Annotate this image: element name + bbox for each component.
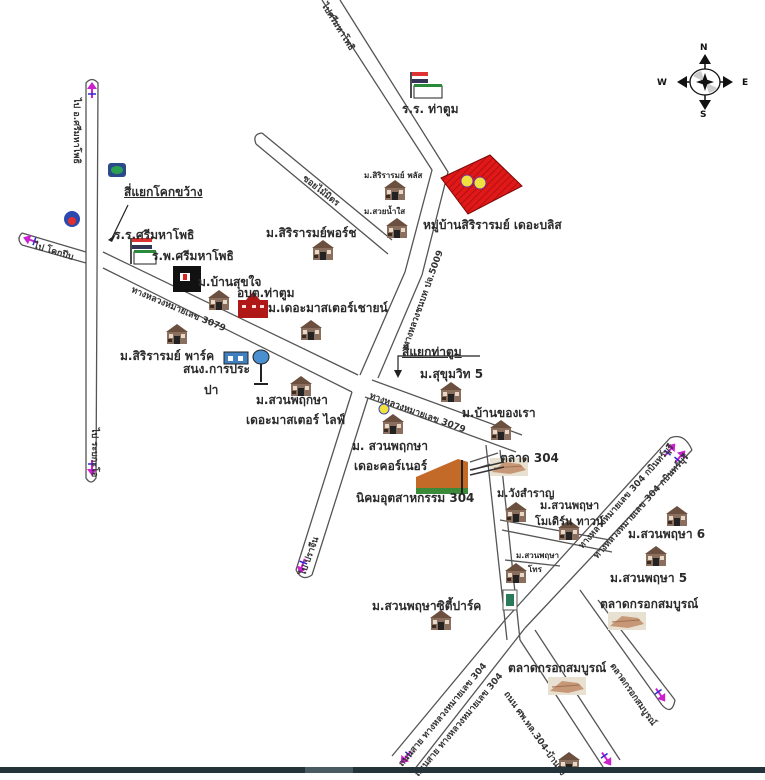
label-water-office-2: ปา <box>204 383 219 397</box>
compass-south: S <box>700 110 707 120</box>
label-siriram-park: ม.สิริรารมย์ พาร์ค <box>120 349 215 363</box>
label-obt-tha-tum: อบต.ท่าตูม <box>237 286 295 300</box>
label-sri-maha-phot-school: ร.ร.ศรีมหาโพธิ <box>114 228 195 242</box>
label-suan-phruksa-the-master-1: ม.สวนพฤกษา <box>256 393 328 407</box>
horizontal-scrollbar-track[interactable] <box>0 767 765 773</box>
compass-rose <box>677 54 733 110</box>
label-suan-phruksa-modern-1: ม.สวนพฤษา <box>540 499 600 512</box>
label-talat-304: ตลาด 304 <box>500 451 559 465</box>
label-suan-phruksa-city-park: ม.สวนพฤษาซิตี้ปาร์ค <box>372 599 482 613</box>
road-label-to-sri-maha-phot: ไป อ.ศรีมหาโพธิ <box>71 98 81 164</box>
compass-east: E <box>742 78 749 88</box>
label-suan-phruksa-the-corner-1: ม. สวนพฤกษา <box>352 439 429 453</box>
school-tha-tum-icon <box>410 72 443 99</box>
obt-office-icon <box>238 292 268 318</box>
label-suan-phruksa-modern-2: โมเดิร์น ทาวน์ <box>535 515 604 528</box>
label-siriram-phon: ม.สิริรารมย์พอร์ช <box>266 226 357 240</box>
bank-icon <box>108 163 126 177</box>
label-suan-phruksa-the-corner-2: เดอะคอร์เนอร์ <box>354 459 428 473</box>
road-network <box>18 0 693 771</box>
horizontal-scrollbar-thumb[interactable] <box>305 767 353 773</box>
compass-north: N <box>700 43 708 53</box>
industrial-building-icon <box>416 459 468 494</box>
label-industrial-estate-304: นิคมอุตสาหกรรม 304 <box>356 491 475 505</box>
label-talat-krok-sombun-2: ตลาดกรอกสมบูรณ์ <box>508 661 607 675</box>
label-siriram-the-bliss: หมู่บ้านสิริรารมย์ เดอะบลิส <box>423 218 562 232</box>
label-tha-tum-school: ร.ร. ท่าตูม <box>402 102 459 116</box>
project-parcel <box>440 154 523 215</box>
label-suan-phruksa-6: ม.สวนพฤษา 6 <box>628 527 706 541</box>
label-khok-khwang-junction: สี่แยกโคกขว้าง <box>124 185 203 199</box>
billboard-icon <box>502 589 518 611</box>
shop-badge-icon <box>378 403 390 415</box>
label-the-master-shine: ม.เดอะมาสเตอร์เชายน์ <box>268 301 388 315</box>
ptt-station-icon <box>64 211 80 227</box>
label-talat-krok-sombun-1: ตลาดกรอกสมบูรณ์ <box>600 597 699 611</box>
label-water-office-1: สนง.การประ <box>183 362 250 376</box>
label-suan-phruksa-5: ม.สวนพฤษา 5 <box>610 571 688 585</box>
compass-west: W <box>657 78 667 88</box>
label-suai-nam-sai: ม.สวยน้ำใส <box>364 207 406 216</box>
label-tha-tum-junction: สี่แยกท่าตูม <box>402 345 462 359</box>
label-ban-suk-jai: ม.บ้านสุขใจ <box>198 275 262 289</box>
label-sukhumvit-5: ม.สุขุมวิท 5 <box>420 367 484 381</box>
label-wang-samran: ม.วังสำราญ <box>497 487 555 500</box>
label-suan-phruksa-small-1: ม.สวนพฤษา <box>516 551 560 560</box>
school-sri-maha-phot-icon <box>130 238 157 265</box>
label-siriram-plus: ม.สิริรารมย์ พลัส <box>364 171 423 180</box>
water-tower-icon <box>252 349 270 385</box>
label-suan-phruksa-the-master-2: เดอะมาสเตอร์ ไลฟ์ <box>246 413 346 427</box>
road-label-to-rabin: ไป ระบกะโอ <box>89 428 99 478</box>
label-sri-maha-phot-hospital: ร.พ.ศรีมหาโพธิ <box>152 249 234 263</box>
hospital-icon <box>173 266 201 292</box>
label-suan-phruksa-small-2: โทร <box>528 565 542 574</box>
water-office-icon <box>223 351 249 365</box>
label-ban-khong-rao: ม.บ้านของเรา <box>462 406 536 420</box>
